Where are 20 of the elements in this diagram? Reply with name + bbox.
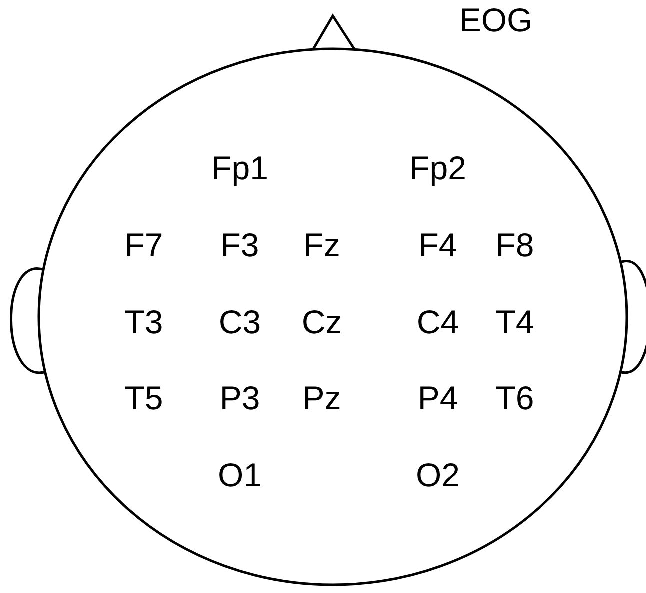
electrode-label: T3	[124, 306, 164, 338]
electrode-label: C3	[218, 306, 262, 338]
electrode-label: F3	[220, 228, 260, 262]
channel-label: EOG	[459, 4, 533, 36]
electrode-label: Fp1	[212, 152, 268, 184]
electrode-label: F4	[418, 228, 458, 262]
electrode-label: C4	[416, 306, 460, 338]
electrode-label: O1	[218, 458, 262, 492]
electrode-label: Pz	[302, 382, 342, 414]
electrode-label: P4	[418, 382, 458, 414]
electrode-label: Fp2	[410, 152, 466, 184]
electrode-label: T5	[124, 382, 164, 414]
electrode-label: T6	[496, 382, 534, 414]
electrode-label: F7	[124, 228, 164, 262]
electrode-label: O2	[416, 458, 460, 492]
electrode-label: T4	[496, 306, 534, 338]
electrode-label: P3	[220, 382, 260, 414]
electrode-label: Cz	[302, 306, 342, 338]
electrode-label: Fz	[304, 228, 340, 262]
electrode-label: F8	[496, 228, 534, 262]
